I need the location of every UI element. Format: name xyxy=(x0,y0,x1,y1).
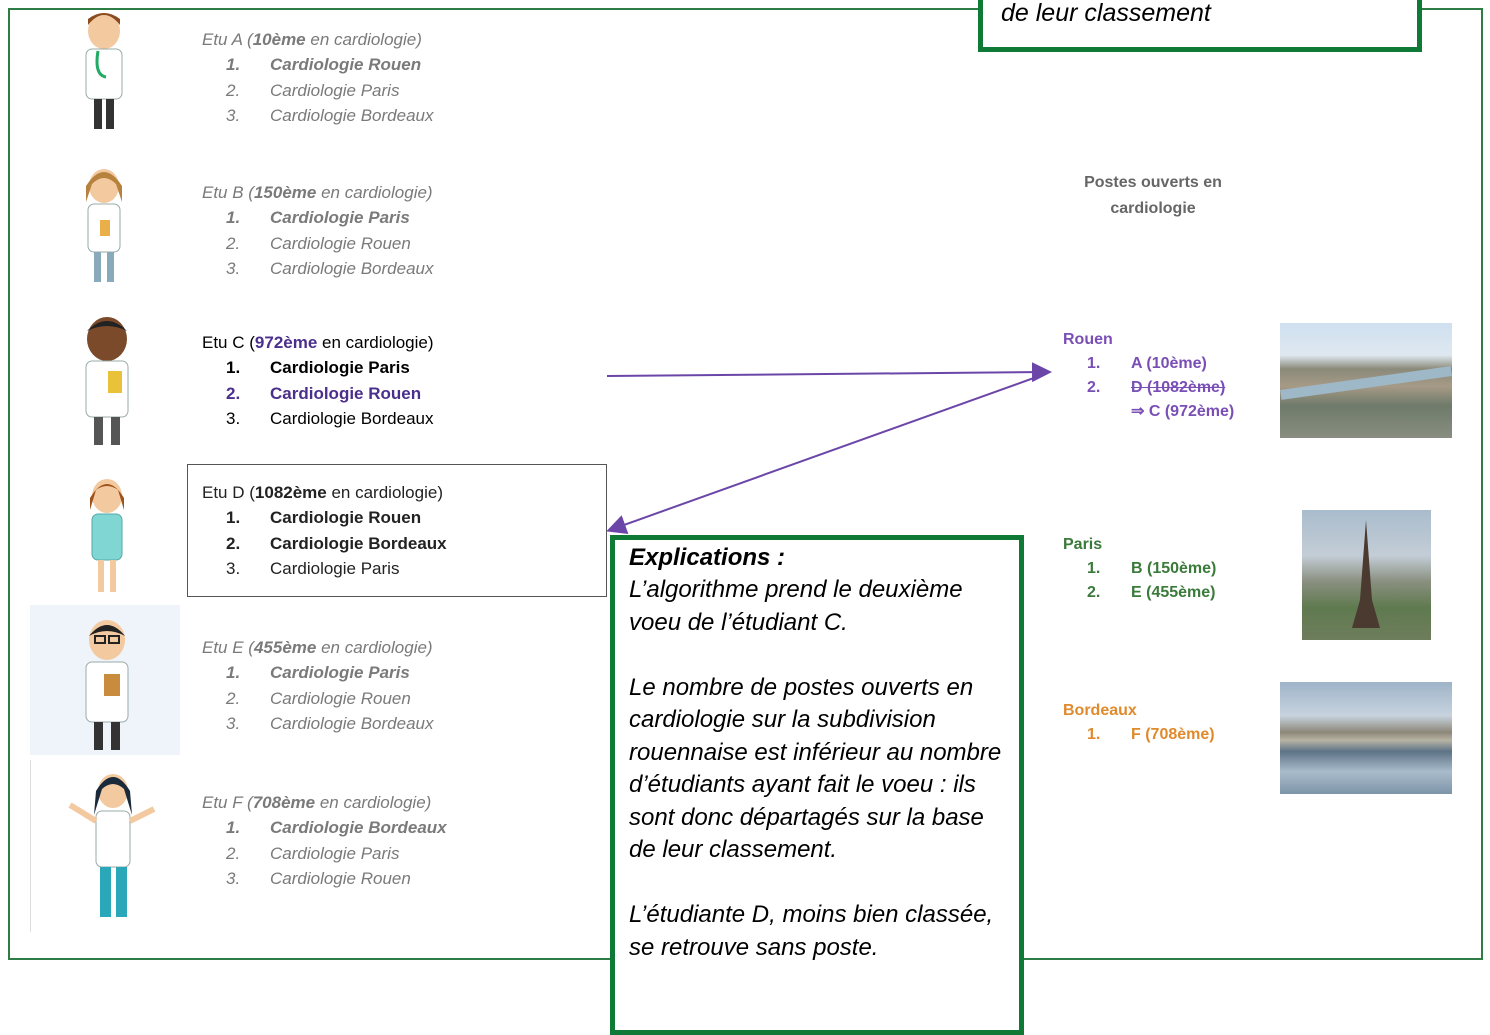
student-c-avatar xyxy=(85,317,129,445)
city-bordeaux-name: Bordeaux xyxy=(1063,702,1137,719)
student-c-choice-3: 3.Cardiologie Bordeaux xyxy=(226,409,434,428)
student-f-choice-3: 3.Cardiologie Rouen xyxy=(226,869,411,888)
top-note-text: de leur classement xyxy=(1001,0,1211,27)
student-a: Etu A (10ème en cardiologie) 1.Cardiolog… xyxy=(202,27,434,129)
student-e-choice-2: 2.Cardiologie Rouen xyxy=(226,688,411,708)
explanation-box: Explications : L’algorithme prend le deu… xyxy=(610,535,1024,1035)
city-rouen-name: Rouen xyxy=(1063,331,1113,348)
student-a-choice-2: 2.Cardiologie Paris xyxy=(226,80,400,100)
student-e-choice-1: 1.Cardiologie Paris xyxy=(226,663,410,682)
student-d-avatar xyxy=(90,479,124,592)
student-d-choice-3: 3.Cardiologie Paris xyxy=(226,559,400,578)
city-paris-name: Paris xyxy=(1063,536,1103,553)
student-b-choice-3: 3.Cardiologie Bordeaux xyxy=(226,259,434,278)
arrow-rouen-to-d xyxy=(606,373,1046,535)
postes-title: Postes ouverts en cardiologie xyxy=(1084,174,1222,217)
student-f-choice-1: 1.Cardiologie Bordeaux xyxy=(226,818,447,837)
explanation-title: Explications : xyxy=(629,544,786,571)
top-note-box: de leur classement xyxy=(978,0,1422,52)
student-a-avatar xyxy=(85,13,123,129)
student-b-heading: Etu B (150ème en cardiologie) xyxy=(202,183,433,202)
bordeaux-row-1: 1.F (708ème) xyxy=(1087,726,1215,743)
paris-row-2: 2.E (455ème) xyxy=(1087,584,1216,601)
student-d-choice-1: 1.Cardiologie Rouen xyxy=(226,508,422,527)
explanation-paragraph-3: L’étudiante D, moins bien classée, se re… xyxy=(629,901,994,961)
rouen-row-2-struck: 2.D (1082ème) xyxy=(1087,379,1226,396)
explanation-paragraph-1: L’algorithme prend le deuxième voeu de l… xyxy=(629,576,963,636)
city-bordeaux: Bordeaux 1.F (708ème) xyxy=(1063,699,1215,747)
rouen-replacement: ⇒ C (972ème) xyxy=(1131,403,1235,420)
student-c-choice-2: 2.Cardiologie Rouen xyxy=(226,383,422,403)
student-f-heading: Etu F (708ème en cardiologie) xyxy=(202,793,432,812)
student-f: Etu F (708ème en cardiologie) 1.Cardiolo… xyxy=(202,790,447,892)
student-d-heading: Etu D (1082ème en cardiologie) xyxy=(202,483,443,502)
student-b: Etu B (150ème en cardiologie) 1.Cardiolo… xyxy=(202,180,434,282)
student-a-choice-1: 1.Cardiologie Rouen xyxy=(226,55,422,74)
student-b-choice-1: 1.Cardiologie Paris xyxy=(226,208,410,227)
student-b-choice-2: 2.Cardiologie Rouen xyxy=(226,233,411,253)
explanation-paragraph-2: Le nombre de postes ouverts en cardiolog… xyxy=(629,673,1002,864)
bordeaux-photo xyxy=(1280,682,1452,794)
rouen-row-1: 1.A (10ème) xyxy=(1087,355,1207,372)
rouen-photo xyxy=(1280,323,1452,438)
student-e-heading: Etu E (455ème en cardiologie) xyxy=(202,638,433,657)
student-c-heading: Etu C (972ème en cardiologie) xyxy=(202,333,434,352)
eiffel-tower-icon xyxy=(1352,520,1380,628)
student-e-choice-3: 3.Cardiologie Bordeaux xyxy=(226,714,434,733)
arrow-c-to-rouen xyxy=(606,362,1052,383)
paris-photo xyxy=(1302,510,1431,640)
student-c: Etu C (972ème en cardiologie) 1.Cardiolo… xyxy=(202,330,434,432)
city-rouen: Rouen 1.A (10ème) 2.D (1082ème) ⇒ C (972… xyxy=(1063,328,1234,424)
student-b-avatar xyxy=(86,169,122,282)
paris-row-1: 1.B (150ème) xyxy=(1087,560,1217,577)
student-f-choice-2: 2.Cardiologie Paris xyxy=(226,843,400,863)
student-e-avatar xyxy=(85,620,129,750)
city-paris: Paris 1.B (150ème) 2.E (455ème) xyxy=(1063,533,1216,605)
student-d: Etu D (1082ème en cardiologie) 1.Cardiol… xyxy=(202,480,447,582)
student-a-choice-3: 3.Cardiologie Bordeaux xyxy=(226,106,434,125)
student-a-heading: Etu A (10ème en cardiologie) xyxy=(202,30,422,49)
student-e: Etu E (455ème en cardiologie) 1.Cardiolo… xyxy=(202,635,434,737)
student-d-choice-2: 2.Cardiologie Bordeaux xyxy=(226,533,447,553)
student-f-avatar xyxy=(68,774,156,917)
student-c-choice-1: 1.Cardiologie Paris xyxy=(226,358,410,377)
